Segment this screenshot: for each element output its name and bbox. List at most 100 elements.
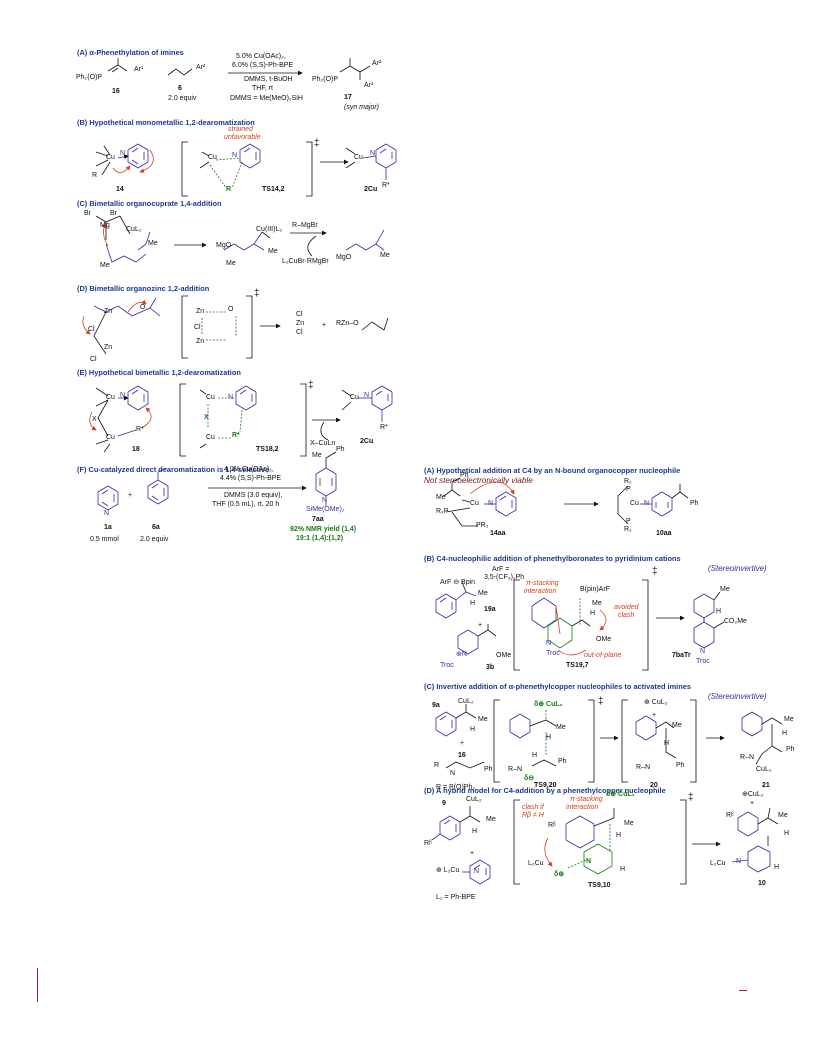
rb-ts-ome: OMe [596,636,612,643]
f-n: N [104,510,110,517]
rd-ts-n: N [586,858,592,865]
e-ts-label: TS18,2 [256,446,279,453]
f-me: Me [312,452,322,459]
b-ts-label: TS14,2 [262,186,285,193]
d-zn-1: Zn [104,308,113,315]
rd-ts-cul2: δ⊕ CuL₂ [606,791,635,798]
rc-ts-label: TS9,20 [534,782,557,789]
rd-cul2: CuL₂ [466,796,482,803]
e-cu-1: Cu [106,394,115,401]
rc-cul2: CuL₂ [458,698,474,705]
rd-prod-h2: H [774,864,780,871]
b-ts-cu: Cu [208,154,217,161]
f-equiv: 2.0 equiv [140,536,169,543]
rb-plus: + [478,622,483,629]
rb-ts-dagger: ‡ [652,566,658,577]
b-r-1: R [92,172,98,179]
e-n-1: N [120,392,126,399]
rd-compound-9: 9 [442,800,446,807]
rb-ts-h: H [590,610,596,617]
d-ts-zn1: Zn [196,308,205,315]
ra-pr2: PR₂ [476,522,489,529]
b-prod-rstar: R* [382,182,390,189]
c-prod-me: Me [380,252,390,259]
f-mmol: 0.5 mmol [90,536,119,543]
rb-me: Me [478,590,488,597]
rc-rdef: R = P(O)Ph₂ [436,784,476,791]
rc-int-ph: Ph [676,762,685,769]
rc-compound-21: 21 [762,782,770,789]
rc-plus: + [460,740,465,747]
rb-h: H [470,600,476,607]
rb-troc1: Troc [440,662,454,669]
rb-prod-troc: Troc [696,658,710,665]
ra-prod-p1: P [626,486,631,493]
rb-clash: clash [618,612,635,619]
b-cu-1: Cu [106,154,115,161]
f-compound-7aa: 7aa [312,516,324,523]
rd-ts-me: Me [624,820,634,827]
rb-ts-label: TS19,7 [566,662,589,669]
a-ph2p: Ph₂(O)P [76,74,103,81]
a-compound-16: 16 [112,88,120,95]
rc-compound-20: 20 [650,782,658,789]
scheme-c-drawing [95,215,385,263]
rb-interaction: interaction [524,588,557,595]
rc-prod-rn: R–N [740,754,755,761]
rd-prod-me: Me [778,812,788,819]
c-prod-mgo: MgO [336,254,352,261]
rc-me: Me [478,716,488,723]
f-cond4: THF (0.5 mL), rt, 20 h [212,501,280,508]
rd-ts-l2cu: L₂Cu [528,860,544,867]
ra-prod-cu: Cu [630,500,639,507]
rc-prod-h: H [782,730,788,737]
right-a-drawing [443,477,689,527]
rb-compound-19a: 19a [484,606,496,613]
scheme-f-drawing [97,451,337,511]
rc-ts-h: H [546,734,552,741]
rb-arf-def2: 3,5-(CF₃)₂Ph [484,574,525,581]
f-compound-6a: 6a [152,524,160,531]
rd-ts-h: H [616,832,622,839]
f-yield: 92% NMR yield (1,4) [290,526,357,533]
rb-prod-co2me: CO₂Me [724,618,747,625]
rc-r: R [434,762,440,769]
right-a-title: (A) Hypothetical addition at C4 by an N-… [424,466,681,475]
c-mg: Mg [100,222,110,229]
c-cul2: CuL₂ [126,226,142,233]
right-b-title: (B) C4-nucleophilic addition of phenethy… [424,554,681,563]
e-rstar: R* [136,426,144,433]
b-ts-n: N [232,152,238,159]
ra-prod-n: N [644,500,650,507]
rb-ts-n: N [546,640,552,647]
rc-ts-delta: δ⊖ [524,775,535,782]
f-prod-n: N [322,497,328,504]
f-cond2: 4.4% (S,S)-Ph-BPE [220,475,282,482]
rb-prod-n: N [700,648,706,655]
ra-compound-10aa: 10aa [656,530,672,537]
a-compound-6: 6 [178,85,182,92]
rb-ts-troc: Troc [546,650,560,657]
e-xcul: X–CuLn [310,440,336,447]
d-prod-rzno: RZn–O [336,320,359,327]
d-cl-2: Cl [90,356,97,363]
f-ph: Ph [336,446,345,453]
rc-ts-me: Me [556,724,566,731]
c-byprod: L₂CuBr·RMgBr [282,258,329,265]
rb-arf-def1: ArF = [492,566,510,573]
d-o: O [140,304,146,311]
rb-n: ⊕N [456,651,467,658]
a-product-ph2p: Ph₂(O)P [312,76,339,83]
c-int-mgo: MgO [216,242,232,249]
rb-avoided: avoided [614,604,639,611]
rc-int-cul2: ⊕ CuL₂ [644,699,668,706]
rd-ts-delta: δ⊕ [554,871,565,878]
a-cond1: 5.0% Cu(OAc)₂, [236,53,286,60]
rc-int-rn: R–N [636,764,651,771]
rc-int-h: H [664,740,670,747]
rb-prod-me: Me [720,586,730,593]
b-strained: strained [228,126,253,133]
rd-prod-h: H [784,830,790,837]
